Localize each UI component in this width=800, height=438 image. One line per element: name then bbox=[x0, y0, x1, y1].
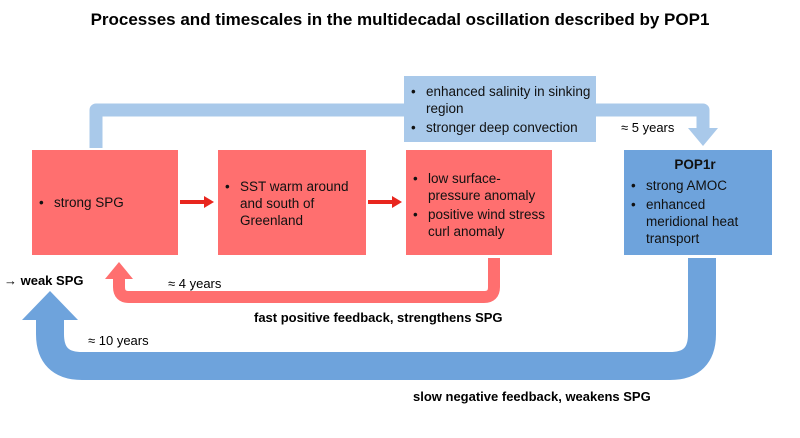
fast-feedback-arrowhead bbox=[105, 262, 133, 279]
weak-spg-label: → weak SPG bbox=[4, 273, 84, 288]
diagram-title: Processes and timescales in the multidec… bbox=[90, 10, 710, 29]
strong-spg-list: strong SPG bbox=[32, 194, 178, 211]
slow-feedback-arrowhead bbox=[22, 291, 78, 320]
five-years-label: ≈ 5 years bbox=[621, 120, 675, 135]
pop1r-title: POP1r bbox=[674, 157, 716, 172]
slow-feedback-arrow bbox=[36, 258, 716, 380]
pop1r-list: strong AMOC enhanced meridional heat tra… bbox=[624, 177, 766, 247]
wind-stress-item: positive wind stress curl anomaly bbox=[406, 206, 546, 240]
low-pressure-list: low surface-pressure anomaly positive wi… bbox=[406, 170, 546, 240]
strong-spg-item: strong SPG bbox=[32, 194, 178, 211]
arrow-sst-to-pressure-head bbox=[392, 196, 402, 208]
four-years-label: ≈ 4 years bbox=[168, 276, 222, 291]
arrow-spg-to-sst-head bbox=[204, 196, 214, 208]
low-pressure-item: low surface-pressure anomaly bbox=[406, 170, 546, 204]
sst-list: SST warm around and south of Greenland bbox=[218, 178, 360, 229]
fast-feedback-arrow bbox=[113, 258, 500, 303]
slow-feedback-label: slow negative feedback, weakens SPG bbox=[413, 389, 651, 404]
box-salinity: enhanced salinity in sinking region stro… bbox=[404, 76, 596, 142]
amoc-item: strong AMOC bbox=[624, 177, 766, 194]
heat-transport-item: enhanced meridional heat transport bbox=[624, 196, 766, 247]
top-feedback-arrow bbox=[89, 103, 710, 148]
sst-item: SST warm around and south of Greenland bbox=[218, 178, 360, 229]
salinity-item: enhanced salinity in sinking region bbox=[404, 83, 592, 117]
box-sst-warm: SST warm around and south of Greenland bbox=[218, 150, 366, 255]
box-low-pressure: low surface-pressure anomaly positive wi… bbox=[406, 150, 552, 255]
box-strong-spg: strong SPG bbox=[32, 150, 178, 255]
box-pop1r: POP1r strong AMOC enhanced meridional he… bbox=[624, 150, 772, 255]
fast-feedback-label: fast positive feedback, strengthens SPG bbox=[254, 310, 503, 325]
salinity-list: enhanced salinity in sinking region stro… bbox=[404, 83, 592, 136]
convection-item: stronger deep convection bbox=[404, 119, 592, 136]
ten-years-label: ≈ 10 years bbox=[88, 333, 149, 348]
top-feedback-arrowhead bbox=[688, 128, 718, 146]
